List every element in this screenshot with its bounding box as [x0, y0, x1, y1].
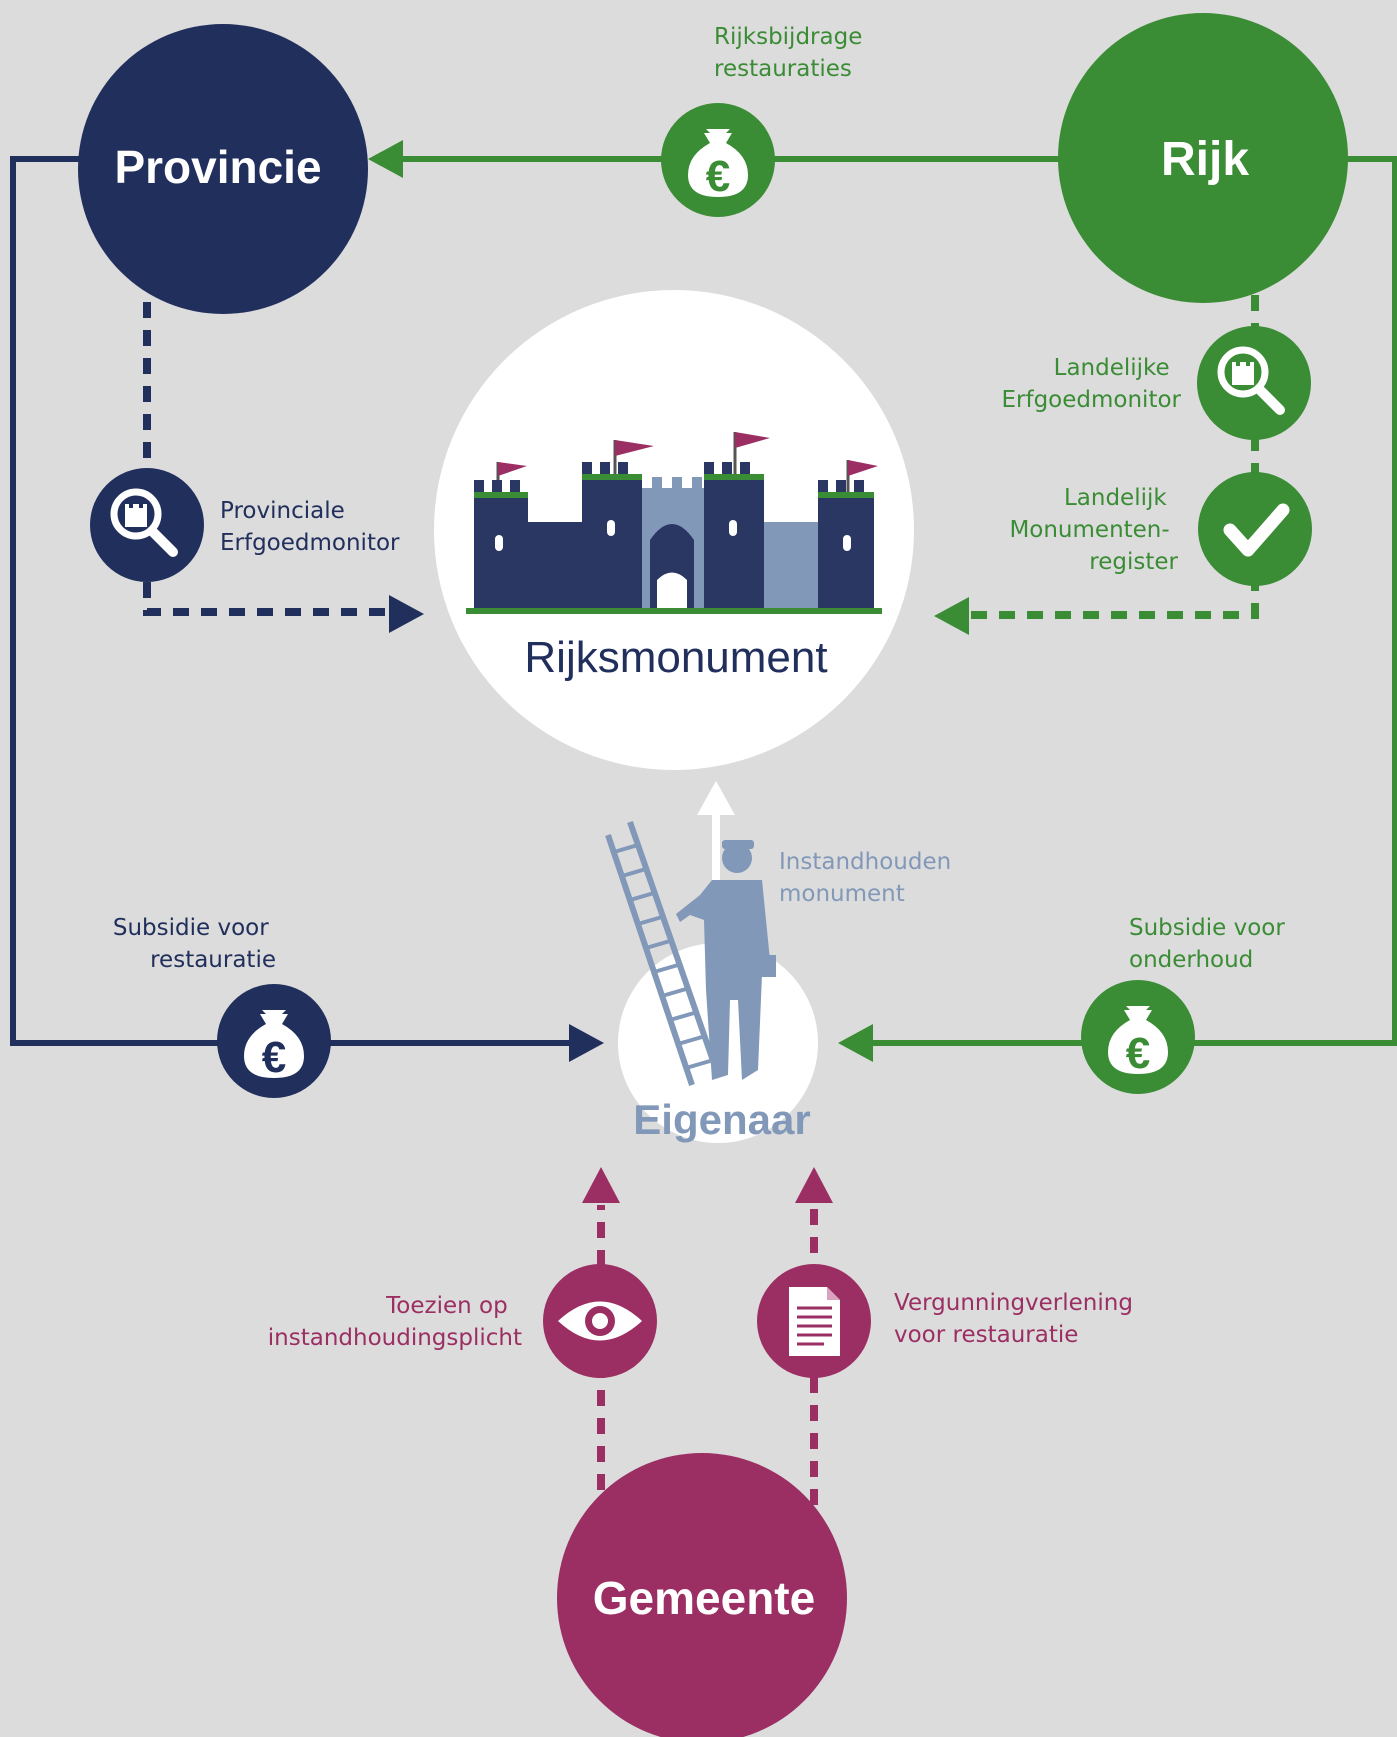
provincie-circle: [78, 24, 368, 314]
rijksbijdrage-arrowhead: [368, 140, 403, 178]
checkmark-icon: [1223, 503, 1290, 557]
money-bag-euro-icon: €: [688, 129, 748, 201]
rijk-circle: [1058, 13, 1348, 303]
toezien-arrowhead: [582, 1167, 620, 1203]
subsidie-restauratie-arrowhead: [569, 1024, 604, 1062]
instandhouden-arrowhead: [697, 781, 735, 815]
subsidie-onderhoud-icon-circle: €: [1081, 980, 1195, 1094]
money-bag-euro-icon: €: [244, 1010, 304, 1082]
rijksmonument-node: Rijksmonument: [434, 290, 914, 770]
gemeente-circle: [557, 1453, 847, 1737]
vergunning-label: Vergunningverlening voor restauratie: [894, 1290, 1140, 1348]
eigenaar-node: Eigenaar: [605, 821, 818, 1143]
subsidie-restauratie-icon-circle: €: [217, 984, 331, 1098]
provincie-label: Provincie: [114, 141, 321, 193]
gemeente-label: Gemeente: [593, 1572, 815, 1624]
magnifier-castle-icon: [110, 488, 178, 557]
rijksbijdrage-label: Rijksbijdrage restauraties: [714, 24, 870, 82]
worker-ladder-icon: [605, 821, 776, 1086]
provincie-node: Provincie: [78, 24, 368, 314]
landelijk-monumentenregister-label: Landelijk Monumenten- register: [1009, 485, 1178, 575]
provinciale-erfgoedmonitor-arrowhead: [389, 595, 424, 633]
document-icon: [789, 1287, 840, 1356]
magnifier-castle-icon: [1217, 346, 1285, 415]
provinciale-erfgoedmonitor-label: Provinciale Erfgoedmonitor: [220, 498, 400, 556]
castle-icon: [466, 432, 882, 614]
subsidie-onderhoud-label: Subsidie voor onderhoud: [1129, 915, 1292, 973]
svg-text:€: €: [1126, 1029, 1150, 1078]
toezien-label: Toezien op instandhoudingsplicht: [268, 1293, 522, 1351]
landelijk-monumentenregister-icon-circle: [1198, 472, 1312, 586]
landelijk-register-line: [970, 295, 1259, 619]
rijksbijdrage-icon-circle: €: [661, 103, 775, 217]
connector-lines: [10, 140, 1397, 1505]
subsidie-restauratie-label: Subsidie voor restauratie: [113, 915, 276, 973]
provinciale-erfgoedmonitor-icon-circle: [90, 468, 204, 582]
rijk-label: Rijk: [1161, 133, 1249, 186]
rijk-node: Rijk: [1058, 13, 1348, 303]
toezien-icon-circle: [543, 1264, 657, 1378]
gemeente-node: Gemeente: [557, 1453, 847, 1737]
svg-text:€: €: [706, 152, 730, 201]
subsidie-onderhoud-arrowhead: [838, 1024, 873, 1062]
landelijk-register-arrowhead: [934, 597, 969, 635]
vergunning-icon-circle: [757, 1264, 871, 1378]
money-bag-euro-icon: €: [1108, 1006, 1168, 1078]
svg-text:€: €: [262, 1033, 286, 1082]
landelijke-erfgoedmonitor-icon-circle: [1197, 326, 1311, 440]
landelijke-erfgoedmonitor-label: Landelijke Erfgoedmonitor: [1002, 355, 1182, 413]
eigenaar-label: Eigenaar: [633, 1096, 810, 1143]
vergunning-arrowhead: [795, 1167, 833, 1203]
instandhouden-label: Instandhouden monument: [779, 849, 959, 907]
provinciale-erfgoedmonitor-line: [143, 302, 385, 616]
rijksmonument-label: Rijksmonument: [524, 633, 827, 682]
subsidie-onderhoud-line: [855, 156, 1397, 1046]
eye-icon: [558, 1301, 642, 1341]
